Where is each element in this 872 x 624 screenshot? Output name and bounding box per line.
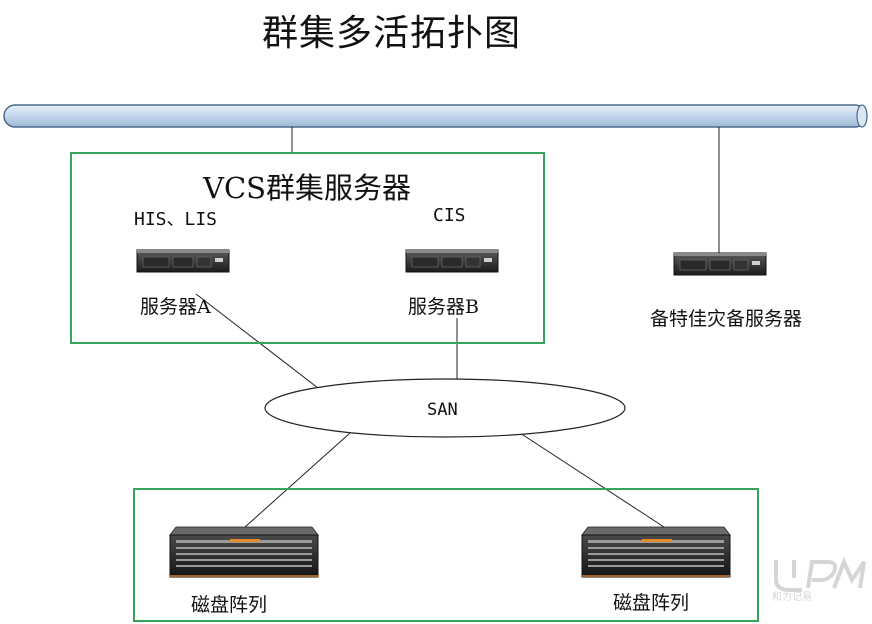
- upm-watermark-logo: 和力记易: [772, 556, 866, 603]
- disk-array-2-name: 磁盘阵列: [613, 592, 690, 614]
- storage-box: [133, 488, 759, 622]
- backup-server-name: 备特佳灾备服务器: [650, 308, 803, 330]
- san-ellipse: [264, 378, 626, 438]
- network-backbone: [3, 104, 868, 128]
- backup-server-icon: [673, 252, 767, 276]
- server-a-app-label: HIS、LIS: [134, 209, 218, 230]
- server-b-name: 服务器B: [408, 296, 479, 318]
- cluster-title: VCS群集服务器: [203, 171, 411, 205]
- san-to-array-2-line: [519, 432, 665, 528]
- disk-array-1-name: 磁盘阵列: [191, 594, 268, 616]
- server-a-icon: [136, 249, 230, 273]
- san-label: SAN: [427, 400, 458, 420]
- watermark-text: 和力记易: [772, 590, 812, 603]
- san-to-array-1-line: [244, 432, 351, 528]
- server-b-icon: [405, 249, 499, 273]
- disk-array-2-icon: [581, 526, 731, 578]
- vcs-cluster-box: [70, 152, 545, 344]
- disk-array-1-icon: [169, 526, 319, 578]
- server-a-name: 服务器A: [140, 296, 211, 318]
- page-title: 群集多活拓扑图: [262, 13, 522, 54]
- server-b-app-label: CIS: [433, 205, 466, 226]
- server-a-to-san-line: [195, 293, 319, 389]
